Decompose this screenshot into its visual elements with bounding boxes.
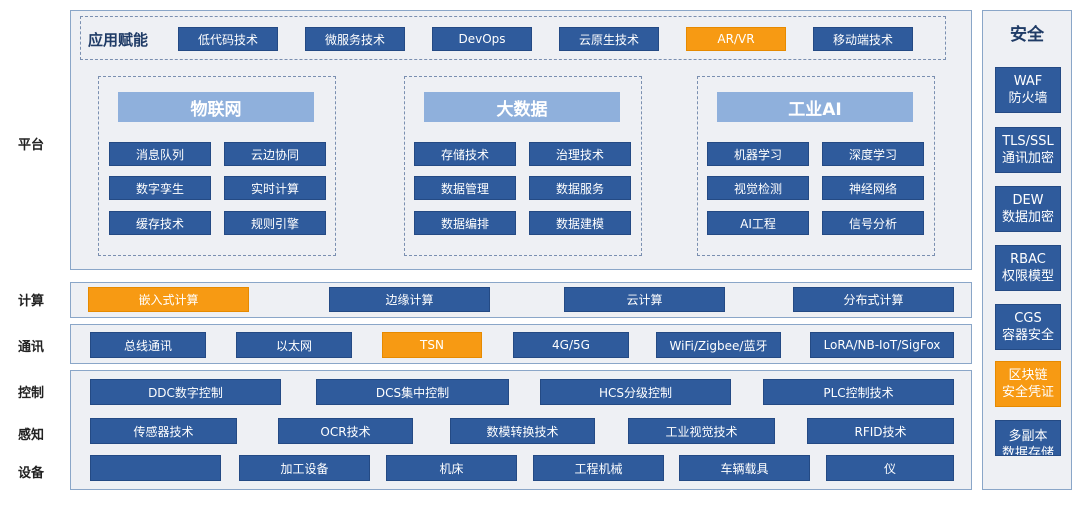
compute-item-distributed[interactable]: 分布式计算	[793, 287, 954, 312]
security-item-rbac-l2: 权限模型	[1001, 269, 1054, 284]
iot-item-0[interactable]: 消息队列	[109, 142, 211, 166]
comm-item-ethernet[interactable]: 以太网	[236, 332, 352, 358]
group-iot	[98, 76, 336, 256]
device-item-2[interactable]: 机床	[386, 455, 517, 481]
iot-item-2[interactable]: 数字孪生	[109, 176, 211, 200]
platform-panel	[70, 10, 972, 270]
control-item-hcs[interactable]: HCS分级控制	[540, 379, 731, 405]
group-industrial-ai	[697, 76, 935, 256]
security-item-cgs-l1: CGS	[1014, 311, 1042, 326]
app-item-mobile[interactable]: 移动端技术	[813, 27, 913, 51]
security-item-dew-l1: DEW	[1012, 193, 1044, 208]
app-enablement-strip	[80, 16, 946, 60]
group-bigdata-title: 大数据	[424, 92, 620, 122]
device-item-1[interactable]: 加工设备	[239, 455, 370, 481]
ai-item-0[interactable]: 机器学习	[707, 142, 809, 166]
group-iot-title: 物联网	[118, 92, 314, 122]
app-item-cloudnative[interactable]: 云原生技术	[559, 27, 659, 51]
app-item-microservice[interactable]: 微服务技术	[305, 27, 405, 51]
device-item-3[interactable]: 工程机械	[533, 455, 664, 481]
sense-item-adc[interactable]: 数模转换技术	[450, 418, 595, 444]
app-item-arvr[interactable]: AR/VR	[686, 27, 786, 51]
security-item-waf[interactable]: WAF 防火墙	[995, 67, 1061, 113]
app-item-devops[interactable]: DevOps	[432, 27, 532, 51]
security-item-waf-l1: WAF	[1013, 74, 1043, 89]
comm-item-wifi[interactable]: WiFi/Zigbee/蓝牙	[656, 332, 781, 358]
iot-item-4[interactable]: 缓存技术	[109, 211, 211, 235]
iot-item-5[interactable]: 规则引擎	[224, 211, 326, 235]
row-label-compute: 计算	[18, 294, 45, 309]
security-item-blockchain-l2: 安全凭证	[1001, 385, 1054, 400]
row-label-device: 设备	[18, 466, 45, 481]
comm-item-tsn[interactable]: TSN	[382, 332, 482, 358]
security-title: 安全	[1010, 25, 1044, 45]
compute-item-cloud[interactable]: 云计算	[564, 287, 725, 312]
sense-item-sensor[interactable]: 传感器技术	[90, 418, 237, 444]
security-item-rbac[interactable]: RBAC 权限模型	[995, 245, 1061, 291]
bigdata-item-5[interactable]: 数据建模	[529, 211, 631, 235]
control-item-plc[interactable]: PLC控制技术	[763, 379, 954, 405]
security-item-rbac-l1: RBAC	[1010, 252, 1046, 267]
security-item-blockchain[interactable]: 区块链 安全凭证	[995, 361, 1061, 407]
group-industrial-ai-title: 工业AI	[717, 92, 913, 122]
security-item-dew-l2: 数据加密	[1001, 210, 1054, 225]
device-item-5[interactable]: 仪	[826, 455, 954, 481]
security-item-tls[interactable]: TLS/SSL 通讯加密	[995, 127, 1061, 173]
device-item-4[interactable]: 车辆载具	[679, 455, 810, 481]
group-bigdata	[404, 76, 642, 256]
bigdata-item-1[interactable]: 治理技术	[529, 142, 631, 166]
security-item-dew[interactable]: DEW 数据加密	[995, 186, 1061, 232]
bigdata-item-4[interactable]: 数据编排	[414, 211, 516, 235]
iot-item-1[interactable]: 云边协同	[224, 142, 326, 166]
device-item-0[interactable]	[90, 455, 221, 481]
security-item-replica-l1: 多副本	[1008, 429, 1048, 444]
comm-item-bus[interactable]: 总线通讯	[90, 332, 206, 358]
compute-item-edge[interactable]: 边缘计算	[329, 287, 490, 312]
ai-item-4[interactable]: AI工程	[707, 211, 809, 235]
security-item-replica-l2: 数据存储	[1001, 446, 1054, 456]
security-item-tls-l1: TLS/SSL	[1002, 134, 1054, 149]
sense-item-ocr[interactable]: OCR技术	[278, 418, 413, 444]
app-enablement-title: 应用赋能	[88, 31, 149, 49]
comm-item-4g5g[interactable]: 4G/5G	[513, 332, 629, 358]
row-label-comm: 通讯	[18, 340, 45, 355]
security-item-waf-l2: 防火墙	[1008, 91, 1048, 106]
ai-item-3[interactable]: 神经网络	[822, 176, 924, 200]
ai-item-2[interactable]: 视觉检测	[707, 176, 809, 200]
bigdata-item-2[interactable]: 数据管理	[414, 176, 516, 200]
bigdata-item-0[interactable]: 存储技术	[414, 142, 516, 166]
app-item-lowcode[interactable]: 低代码技术	[178, 27, 278, 51]
control-item-dcs[interactable]: DCS集中控制	[316, 379, 509, 405]
row-label-platform: 平台	[18, 138, 45, 153]
security-item-cgs[interactable]: CGS 容器安全	[995, 304, 1061, 350]
compute-item-embedded[interactable]: 嵌入式计算	[88, 287, 249, 312]
ai-item-1[interactable]: 深度学习	[822, 142, 924, 166]
bigdata-item-3[interactable]: 数据服务	[529, 176, 631, 200]
sense-item-rfid[interactable]: RFID技术	[807, 418, 954, 444]
comm-item-lora[interactable]: LoRA/NB-IoT/SigFox	[810, 332, 954, 358]
ai-item-5[interactable]: 信号分析	[822, 211, 924, 235]
security-item-blockchain-l1: 区块链	[1008, 368, 1048, 383]
sense-item-vision[interactable]: 工业视觉技术	[628, 418, 775, 444]
row-label-sense: 感知	[18, 428, 45, 443]
iot-item-3[interactable]: 实时计算	[224, 176, 326, 200]
security-item-cgs-l2: 容器安全	[1001, 328, 1054, 343]
control-item-ddc[interactable]: DDC数字控制	[90, 379, 281, 405]
security-item-replica[interactable]: 多副本 数据存储	[995, 420, 1061, 456]
row-label-control: 控制	[18, 386, 45, 401]
security-item-tls-l2: 通讯加密	[1001, 151, 1054, 166]
